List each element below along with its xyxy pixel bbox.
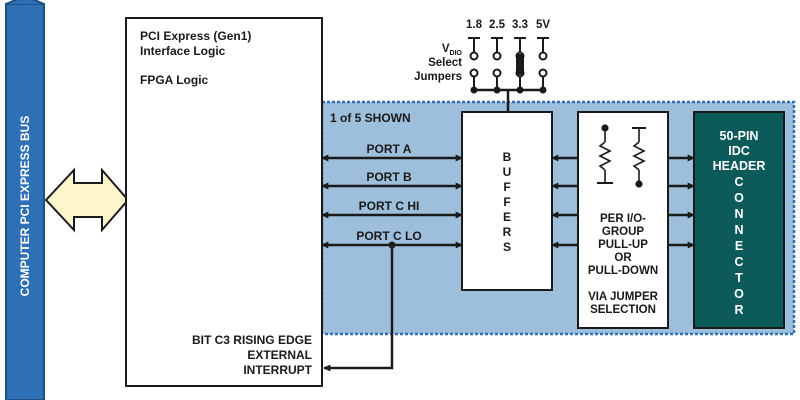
jumper-label-line2: Select: [428, 57, 462, 69]
jumper-shunt: [516, 54, 524, 75]
jumper-label-line3: Jumpers: [414, 71, 462, 83]
pull-up-resistor-icon: [632, 127, 646, 188]
pull-box: [577, 111, 669, 329]
fpga-subtitle: FPGA Logic: [140, 73, 209, 87]
bus-double-arrow: [44, 167, 130, 233]
port-c-hi-label: PORT C HI: [359, 199, 420, 213]
connector-vert-7: O: [734, 287, 744, 301]
interrupt-line2: EXTERNAL: [247, 348, 312, 362]
connector-vert-0: C: [734, 175, 743, 189]
connector-line3: HEADER: [713, 159, 766, 173]
connector-vert-1: O: [734, 191, 744, 205]
connector-vert-3: N: [734, 223, 743, 237]
buffers-letter-f1: F: [503, 180, 510, 194]
connector-line2: IDC: [728, 144, 750, 158]
pull-line6: VIA JUMPER: [588, 291, 659, 303]
buffer-pull-arrows: [551, 154, 578, 249]
pull-line2: GROUP: [602, 226, 645, 238]
pull-line5: PULL-DOWN: [588, 265, 658, 277]
interrupt-line3: INTERRUPT: [243, 363, 312, 377]
buffers-letter-s: S: [503, 240, 511, 254]
port-a-label: PORT A: [367, 142, 412, 156]
jumper-voltage-3v3: 3.3: [512, 19, 528, 31]
pull-down-resistor-icon: [597, 124, 613, 184]
connector-vert-8: R: [734, 303, 743, 317]
port-b-label: PORT B: [366, 170, 412, 184]
fpga-title-line1: PCI Express (Gen1): [140, 29, 251, 43]
interrupt-line: [323, 245, 394, 372]
pull-line7: SELECTION: [590, 304, 656, 316]
jumper-voltage-1v8: 1.8: [466, 19, 483, 31]
connector-vert-6: T: [735, 271, 743, 285]
connector-vert-2: N: [734, 207, 743, 221]
buffers-letter-u: U: [503, 165, 512, 179]
pull-connector-arrows: [668, 154, 695, 249]
port-c-lo-label: PORT C LO: [356, 229, 421, 243]
pull-line4: OR: [614, 252, 632, 264]
connector-vert-5: C: [734, 255, 743, 269]
interrupt-junction: [388, 241, 396, 249]
bus-label: COMPUTER PCI EXPRESS BUS: [18, 116, 32, 297]
fpga-box: [125, 17, 323, 387]
fpga-title-line2: Interface Logic: [140, 44, 226, 58]
connector-line1: 50-PIN: [720, 129, 759, 143]
jumper-voltage-5v: 5V: [536, 19, 550, 31]
buffers-letter-b: B: [503, 150, 512, 164]
jumper-label-line1: VDIO: [442, 43, 463, 57]
buffers-letter-e: E: [503, 210, 511, 224]
jumper-voltage-2v5: 2.5: [489, 19, 506, 31]
interrupt-line1: BIT C3 RISING EDGE: [192, 333, 312, 347]
connector-box: [693, 111, 785, 329]
buffers-letter-r: R: [503, 225, 512, 239]
pci-express-bus: COMPUTER PCI EXPRESS BUS: [5, 0, 45, 400]
pull-line1: PER I/O-: [600, 213, 646, 225]
vdio-jumpers: 1.8 2.5 3.3 5V: [414, 19, 550, 112]
pull-line3: PULL-UP: [598, 239, 648, 251]
group-label: 1 of 5 SHOWN: [330, 111, 411, 125]
connector-vert-4: E: [735, 239, 743, 253]
buffers-letter-f2: F: [503, 195, 510, 209]
